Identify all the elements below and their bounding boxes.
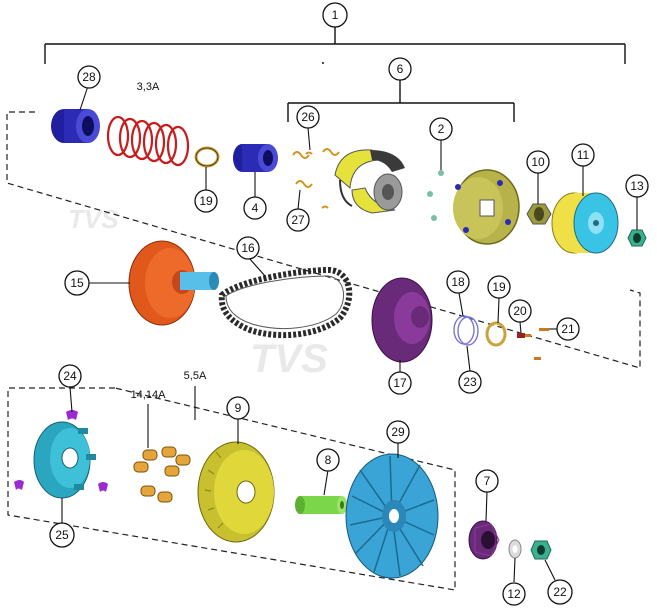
small-springs-26	[292, 148, 340, 159]
callout-24: 24	[58, 364, 82, 388]
washer-12	[508, 539, 522, 559]
watermark-text: TVS	[250, 337, 328, 381]
callout-13: 13	[625, 174, 649, 198]
callout-19-top: 19	[194, 189, 218, 213]
o-ring-19-left	[194, 146, 220, 168]
callout-8-text: 8	[325, 453, 332, 467]
callout-1-text: 1	[332, 8, 339, 22]
callout-28: 28	[77, 65, 101, 89]
callout-12: 12	[502, 582, 526, 606]
spring-washer-18	[453, 315, 479, 346]
clutch-plate-2	[453, 169, 520, 245]
callout-15: 15	[64, 270, 90, 296]
label-spring-set: 3,3A	[137, 81, 160, 93]
callout-18-text: 18	[451, 275, 465, 289]
callout-21-text: 21	[561, 322, 575, 336]
hub-7	[468, 520, 500, 560]
callout-26: 26	[296, 105, 320, 129]
callout-11: 11	[571, 143, 595, 167]
bushing-4	[233, 144, 278, 172]
callout-25-text: 25	[55, 528, 69, 542]
callout-12-text: 12	[507, 587, 521, 601]
nut-10	[526, 203, 552, 225]
pins-21	[534, 328, 549, 360]
callout-24-text: 24	[63, 369, 77, 383]
callout-4-text: 4	[252, 201, 259, 215]
nut-13	[627, 229, 647, 247]
callout-27: 27	[286, 208, 310, 232]
pins-2	[427, 170, 444, 221]
callout-9: 9	[226, 396, 250, 420]
callout-19-top-text: 19	[199, 194, 213, 208]
clutch-housing-11	[551, 192, 619, 254]
callout-19-mid-text: 19	[492, 280, 506, 294]
callout-11-text: 11	[577, 148, 590, 162]
callout-7: 7	[475, 469, 499, 493]
callout-17-text: 17	[393, 376, 407, 390]
drive-belt-16	[218, 266, 353, 339]
small-springs-27	[295, 151, 329, 209]
callout-15-text: 15	[70, 276, 84, 290]
assembly-bracket-1	[44, 26, 626, 64]
callout-2-text: 2	[438, 122, 445, 136]
dot-marker	[322, 62, 324, 64]
callout-2: 2	[429, 117, 453, 141]
nut-22	[530, 540, 552, 560]
callout-1: 1	[322, 2, 348, 28]
callout-23: 23	[458, 370, 482, 394]
callout-16-text: 16	[241, 241, 255, 255]
pulley-half-17	[371, 277, 433, 363]
callout-7-text: 7	[484, 474, 491, 488]
callout-22: 22	[547, 579, 573, 605]
drive-face-9	[197, 441, 275, 543]
drive-pulley-15	[128, 240, 219, 326]
callout-26-text: 26	[301, 110, 315, 124]
callout-29-text: 29	[391, 425, 405, 439]
callout-13-text: 13	[630, 179, 644, 193]
callout-27-text: 27	[291, 213, 305, 227]
leader-lines	[61, 75, 638, 583]
dashed-frame-top	[6, 111, 641, 369]
callout-6-text: 6	[397, 62, 404, 76]
callout-10-text: 10	[531, 155, 545, 169]
ramp-plate-25	[33, 421, 96, 499]
screw-20	[517, 333, 531, 338]
o-ring-19-right	[485, 321, 507, 347]
callout-19-mid: 19	[487, 275, 511, 299]
label-roller-set: 14,14A	[131, 389, 167, 401]
callout-6: 6	[388, 57, 412, 81]
callout-9-text: 9	[235, 401, 242, 415]
callout-23-text: 23	[463, 375, 477, 389]
callout-8: 8	[316, 448, 340, 472]
callout-25: 25	[49, 522, 75, 548]
callout-28-text: 28	[82, 70, 96, 84]
assembly-bracket-6	[287, 80, 515, 122]
callout-18: 18	[446, 270, 470, 294]
callout-20-text: 20	[513, 304, 527, 318]
callout-21: 21	[556, 317, 580, 341]
callout-20: 20	[508, 299, 532, 323]
collar-8	[295, 496, 347, 514]
clutch-shoe-assembly	[334, 149, 405, 214]
callout-29: 29	[386, 420, 410, 444]
callout-17: 17	[388, 371, 412, 395]
callout-4: 4	[243, 196, 267, 220]
sliders-24	[14, 410, 108, 492]
callout-10: 10	[526, 150, 550, 174]
watermark-text-secondary: TVS	[68, 204, 119, 234]
label-slider-set: 5,5A	[184, 370, 207, 382]
fan-29	[345, 453, 439, 579]
clutch-spring-3	[106, 115, 190, 167]
rollers-14	[133, 446, 191, 503]
bearing-sleeve-28	[51, 109, 100, 143]
callout-22-text: 22	[553, 585, 567, 599]
callout-16: 16	[236, 236, 260, 260]
